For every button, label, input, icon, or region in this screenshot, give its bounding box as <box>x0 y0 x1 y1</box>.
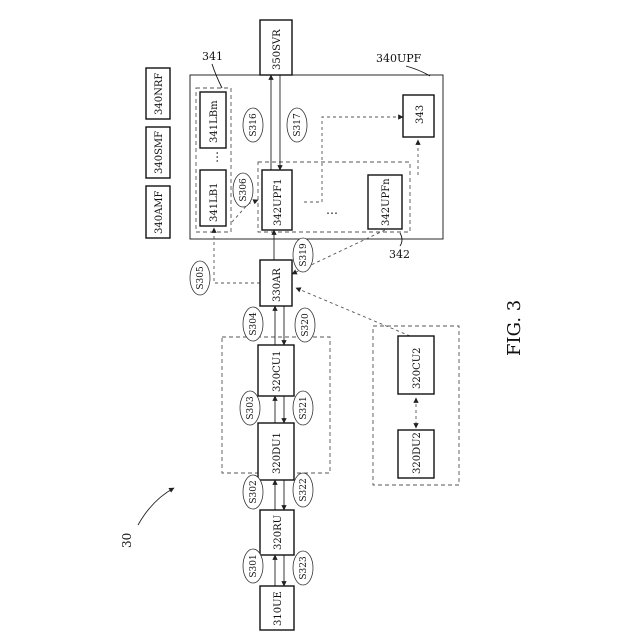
figure-ref: 30 <box>120 533 134 548</box>
step-s303: S303 <box>240 391 260 425</box>
upf-set-label: 342 <box>389 248 410 261</box>
step-s322: S322 <box>293 473 313 507</box>
lbm-label: 341LBm <box>209 100 220 143</box>
step-s323-text: S323 <box>299 556 309 580</box>
step-s301: S301 <box>243 549 263 583</box>
step-s306-text: S306 <box>239 178 249 202</box>
lb1-label: 341LB1 <box>209 183 220 222</box>
nrf-label: 340NRF <box>154 73 165 115</box>
cu2-label: 320CU2 <box>412 347 423 389</box>
step-s321: S321 <box>293 391 313 425</box>
step-s319-text: S319 <box>299 243 309 267</box>
du1-label: 320DU1 <box>272 432 283 474</box>
step-s316: S316 <box>243 108 263 142</box>
step-s304-text: S304 <box>249 312 259 336</box>
step-s302: S302 <box>243 475 263 509</box>
step-s304: S304 <box>243 307 263 341</box>
step-s320: S320 <box>295 308 315 342</box>
upfn-label: 342UPFn <box>381 178 392 226</box>
upf-group-label: 340UPF <box>376 52 422 65</box>
step-s323: S323 <box>293 551 313 585</box>
step-s316-text: S316 <box>249 113 259 137</box>
figure-ref-arrow <box>138 488 174 525</box>
figure-caption: FIG. 3 <box>504 300 525 356</box>
step-s303-text: S303 <box>246 396 256 420</box>
ar-label: 330AR <box>272 268 283 302</box>
step-s321-text: S321 <box>299 396 309 419</box>
du2-label: 320DU2 <box>412 432 423 474</box>
step-s305-text: S305 <box>196 266 206 290</box>
step-s302-text: S302 <box>249 480 259 503</box>
cu1-label: 320CU1 <box>272 350 283 392</box>
amf-label: 340AMF <box>154 190 165 234</box>
step-s322-text: S322 <box>299 478 309 501</box>
step-s317-text: S317 <box>293 113 303 137</box>
upf1-label: 342UPF1 <box>273 178 284 226</box>
lb-ellipsis: … <box>207 151 221 163</box>
upf-set-leader <box>400 233 402 246</box>
step-s320-text: S320 <box>301 313 311 337</box>
step-s319: S319 <box>293 238 313 272</box>
lb-group-leader <box>212 64 222 88</box>
smf-label: 340SMF <box>154 131 165 174</box>
lb-group-label: 341 <box>202 50 223 63</box>
n343-label: 343 <box>415 105 426 124</box>
ue-label: 310UE <box>273 591 284 626</box>
step-s306: S306 <box>233 173 253 207</box>
step-s301-text: S301 <box>249 554 259 577</box>
upf-group-leader <box>406 66 430 76</box>
svr-label: 350SVR <box>272 29 283 70</box>
ru-label: 320RU <box>273 515 284 550</box>
step-s317: S317 <box>287 108 307 142</box>
upf-ellipsis: … <box>326 203 338 217</box>
step-s305: S305 <box>190 261 210 295</box>
link-ar-lb1-dashed <box>214 228 260 283</box>
